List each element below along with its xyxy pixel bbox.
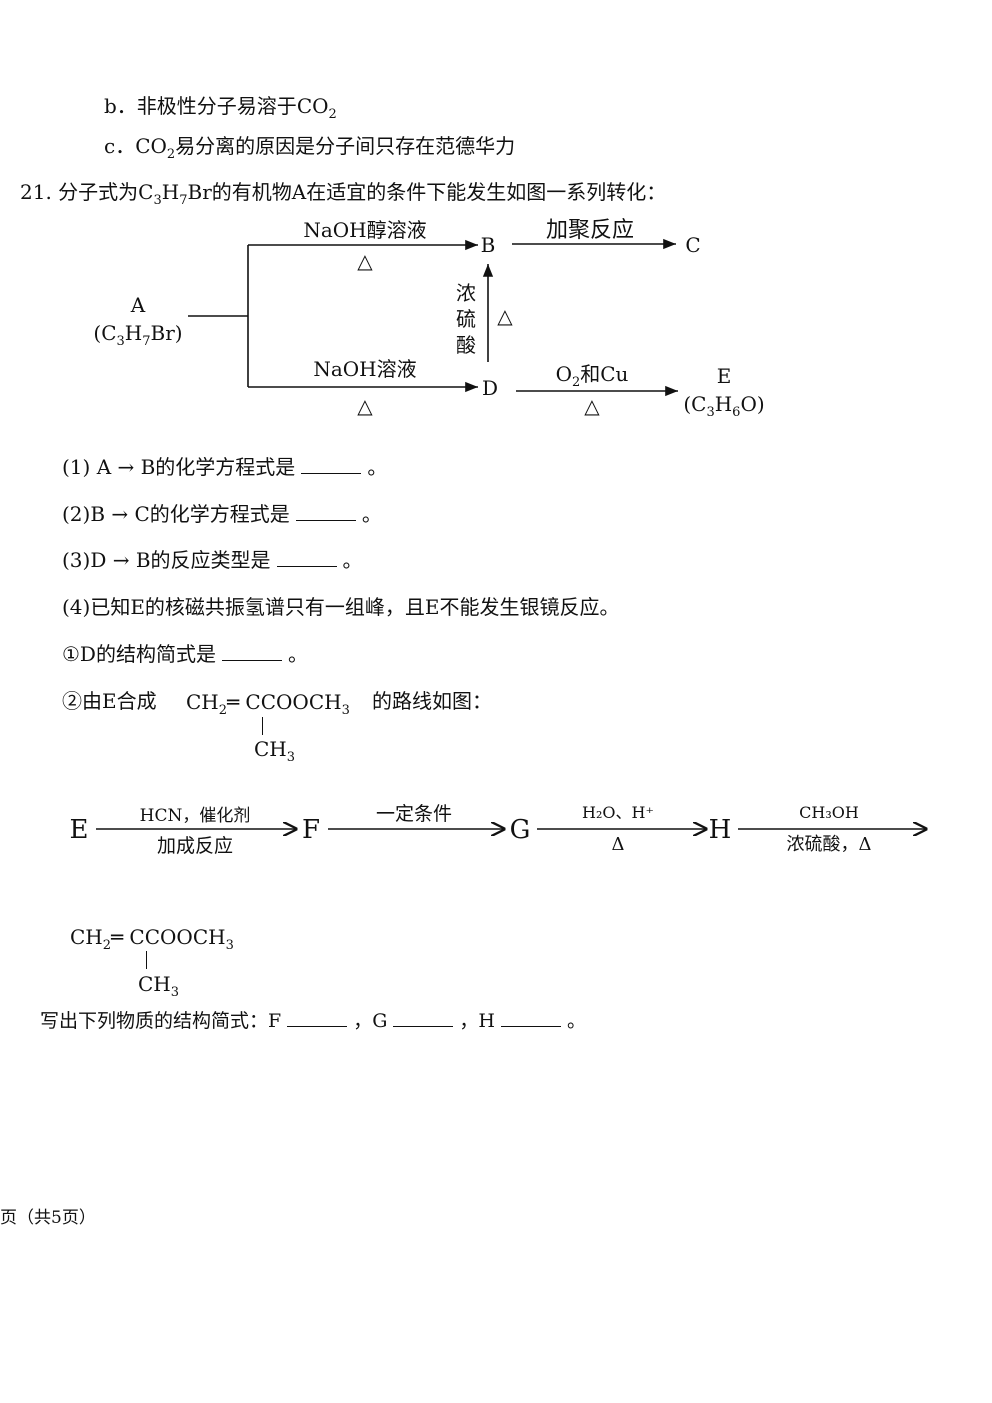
- question-4-2: ②由E合成: [62, 689, 157, 713]
- product-structure: CH2═ CCOOCH3: [186, 690, 350, 718]
- heat-symbol: △: [584, 394, 600, 418]
- compound-c-label: C: [685, 233, 700, 257]
- question-3: (3)D → B的反应类型是。: [62, 548, 363, 572]
- compound-d-label: D: [482, 376, 498, 400]
- compound-h-label: H: [709, 815, 732, 845]
- option-b: b．非极性分子易溶于CO2: [104, 94, 337, 122]
- compound-f-label: F: [302, 815, 320, 845]
- condition-addition-polymerization: 加聚反应: [546, 218, 634, 243]
- condition-naoh-aqueous: NaOH溶液: [313, 357, 416, 381]
- compound-a-formula: (C3H7Br): [93, 321, 182, 349]
- answer-line: 写出下列物质的结构简式：F，G，H。: [40, 1008, 586, 1032]
- condition-addition-reaction: 加成反应: [157, 835, 233, 857]
- answer-blank-g[interactable]: [393, 1008, 454, 1027]
- condition-hcn-catalyst: HCN，催化剂: [140, 806, 251, 826]
- methyl-group: CH3: [254, 737, 296, 765]
- methyl-group: CH3: [138, 972, 180, 1000]
- condition-conc-sulfuric-acid: 硫: [456, 307, 476, 331]
- condition-heat: Δ: [612, 834, 625, 855]
- reaction-scheme-2: E HCN，催化剂 加成反应 F 一定条件 G H₂O、H⁺ Δ H CH₃OH…: [70, 803, 992, 857]
- answer-blank-f[interactable]: [287, 1008, 348, 1027]
- compound-e-label: E: [717, 364, 732, 388]
- bond-line: [146, 951, 147, 969]
- question-4-1: ①D的结构简式是。: [62, 642, 308, 666]
- question-21-intro: 21. 分子式为C3H7Br的有机物A在适宜的条件下能发生如图一系列转化：: [20, 180, 667, 208]
- answer-blank[interactable]: [221, 642, 282, 661]
- compound-e-formula: (C3H6O): [683, 392, 764, 420]
- condition-o2-cu: O2和Cu: [556, 362, 629, 390]
- page-footer: 页（共5页）: [0, 1208, 96, 1228]
- condition-certain: 一定条件: [376, 803, 452, 825]
- answer-blank[interactable]: [301, 455, 362, 474]
- compound-g-label: G: [510, 815, 531, 845]
- condition-conc-sulfuric-acid: 浓: [456, 281, 476, 305]
- condition-conc-sulfuric-heat: 浓硫酸，Δ: [787, 834, 872, 855]
- heat-symbol: △: [497, 304, 513, 328]
- condition-naoh-alcohol: NaOH醇溶液: [303, 218, 426, 242]
- condition-ch3oh: CH₃OH: [799, 803, 859, 822]
- answer-blank-h[interactable]: [500, 1008, 561, 1027]
- heat-symbol: △: [357, 249, 373, 273]
- compound-e-label: E: [70, 815, 89, 845]
- question-4-2-suffix: 的路线如图：: [372, 689, 492, 713]
- answer-blank[interactable]: [295, 502, 356, 521]
- bond-line: [262, 717, 263, 735]
- compound-a-label: A: [130, 293, 146, 317]
- condition-conc-sulfuric-acid: 酸: [456, 333, 476, 357]
- question-1: (1) A → B的化学方程式是。: [62, 455, 388, 479]
- option-c: c．CO2易分离的原因是分子间只存在范德华力: [104, 134, 516, 162]
- answer-blank[interactable]: [276, 548, 337, 567]
- reaction-scheme-1: A (C3H7Br) NaOH醇溶液 △ NaOH溶液 △ B 加聚反应 C 浓…: [93, 218, 764, 420]
- condition-h2o-h: H₂O、H⁺: [582, 803, 654, 822]
- final-product-structure: CH2═ CCOOCH3: [70, 925, 234, 953]
- question-2: (2)B → C的化学方程式是。: [62, 502, 382, 526]
- compound-b-label: B: [481, 233, 496, 257]
- heat-symbol: △: [357, 394, 373, 418]
- question-4: (4)已知E的核磁共振氢谱只有一组峰，且E不能发生银镜反应。: [62, 595, 620, 619]
